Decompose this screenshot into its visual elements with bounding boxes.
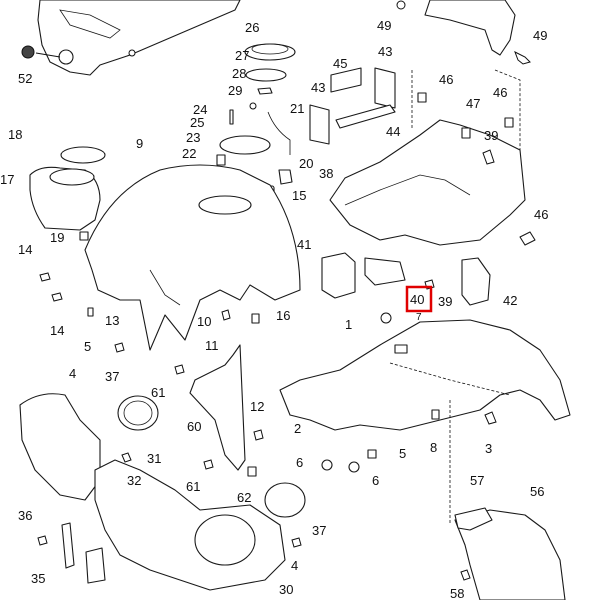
handlebar-cover-part [37,0,241,76]
callout-39b[interactable]: 39 [438,294,452,309]
callout-5b[interactable]: 5 [399,446,406,461]
callout-23[interactable]: 23 [186,130,200,145]
callout-10[interactable]: 10 [197,314,211,329]
callout-36[interactable]: 36 [18,508,32,523]
callout-43a[interactable]: 43 [311,80,325,95]
callout-25[interactable]: 25 [190,115,204,130]
callout-43b[interactable]: 43 [378,44,392,59]
panels-41-42 [321,252,491,306]
callout-7[interactable]: 7 [416,312,422,323]
callout-41[interactable]: 41 [297,237,311,252]
callout-42[interactable]: 42 [503,293,517,308]
callout-56[interactable]: 56 [530,484,544,499]
callout-49a[interactable]: 49 [377,18,391,33]
fuel-cap-assembly [216,43,296,196]
callout-21[interactable]: 21 [290,101,304,116]
callout-14a[interactable]: 14 [18,242,32,257]
callout-46b[interactable]: 46 [493,85,507,100]
callout-labels: 5249492627282924252322212015454343444646… [0,18,548,600]
callout-9[interactable]: 9 [136,136,143,151]
callout-45[interactable]: 45 [333,56,347,71]
callout-4a[interactable]: 4 [69,366,76,381]
callout-17[interactable]: 17 [0,172,14,187]
callout-30[interactable]: 30 [279,582,293,597]
callout-32[interactable]: 32 [127,473,141,488]
callout-28[interactable]: 28 [232,66,246,81]
callout-29[interactable]: 29 [228,83,242,98]
callout-61b[interactable]: 61 [186,479,200,494]
callout-38[interactable]: 38 [319,166,333,181]
callout-52[interactable]: 52 [18,71,32,86]
callout-6b[interactable]: 6 [372,473,379,488]
callout-8[interactable]: 8 [430,440,437,455]
callout-19[interactable]: 19 [50,230,64,245]
callout-46c[interactable]: 46 [534,207,548,222]
callout-2[interactable]: 2 [294,421,301,436]
callout-35[interactable]: 35 [31,571,45,586]
callout-40-highlight [405,285,433,313]
callout-31[interactable]: 31 [147,451,161,466]
callout-18[interactable]: 18 [8,127,22,142]
callout-58[interactable]: 58 [450,586,464,600]
callout-12[interactable]: 12 [250,399,264,414]
callout-24[interactable]: 24 [193,102,207,117]
callout-4b[interactable]: 4 [291,558,298,573]
callout-49b[interactable]: 49 [533,28,547,43]
cap-52 [21,45,61,59]
callout-16[interactable]: 16 [276,308,290,323]
front-fender-1 [279,312,571,473]
callout-6a[interactable]: 6 [296,455,303,470]
callout-47[interactable]: 47 [466,96,480,111]
callout-15[interactable]: 15 [292,188,306,203]
inner-frame-38 [329,69,536,246]
callout-5a[interactable]: 5 [84,339,91,354]
brace-60 [174,344,264,477]
callout-13[interactable]: 13 [105,313,119,328]
callout-40[interactable]: 40 [410,292,424,307]
callout-1[interactable]: 1 [345,317,352,332]
callout-26[interactable]: 26 [245,20,259,35]
label-sheets [309,67,396,145]
callout-37b[interactable]: 37 [312,523,326,538]
callout-39a[interactable]: 39 [484,128,498,143]
shroud-fasteners [39,272,260,353]
lower-duct-30 [37,452,306,591]
callout-44[interactable]: 44 [386,124,400,139]
callout-60[interactable]: 60 [187,419,201,434]
callout-46a[interactable]: 46 [439,72,453,87]
callout-22[interactable]: 22 [182,146,196,161]
main-shroud-9 [84,164,301,351]
callout-61a[interactable]: 61 [151,385,165,400]
callout-62[interactable]: 62 [237,490,251,505]
callout-14b[interactable]: 14 [50,323,64,338]
callout-11[interactable]: 11 [205,338,219,353]
fuel-tank-17 [29,146,106,241]
callout-3[interactable]: 3 [485,441,492,456]
callout-57[interactable]: 57 [470,473,484,488]
front-bracket-part [396,0,531,65]
air-duct-left [19,393,159,501]
callout-37a[interactable]: 37 [105,369,119,384]
callout-27[interactable]: 27 [235,48,249,63]
side-guard-56 [449,400,566,600]
callout-20[interactable]: 20 [299,156,313,171]
